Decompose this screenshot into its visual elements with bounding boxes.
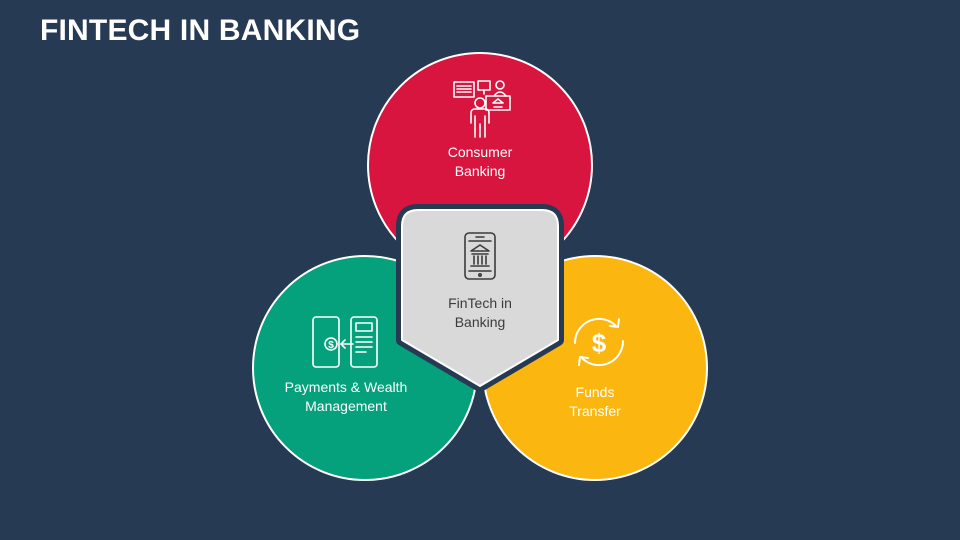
- consumer-banking-label: Consumer Banking: [420, 143, 540, 181]
- payments-wealth-label: Payments & Wealth Management: [266, 378, 426, 416]
- funds-transfer-label-line2: Transfer: [569, 403, 621, 419]
- funds-transfer-label-line1: Funds: [575, 384, 615, 400]
- payment-dollar-glyph: $: [328, 340, 334, 351]
- funds-transfer-label: Funds Transfer: [545, 383, 645, 421]
- payments-wealth-label-line1: Payments & Wealth: [284, 379, 408, 395]
- consumer-banking-label-line2: Banking: [454, 163, 506, 179]
- consumer-banking-icon: [453, 80, 511, 138]
- payments-wealth-label-line2: Management: [305, 398, 387, 414]
- dollar-refresh-icon: [573, 317, 625, 367]
- center-label-line2: Banking: [454, 314, 506, 330]
- consumer-banking-label-line1: Consumer: [447, 144, 513, 160]
- page-title: FINTECH IN BANKING: [40, 14, 361, 47]
- center-shield-fill: [401, 209, 559, 387]
- payment-transfer-icon: [312, 316, 378, 368]
- center-label: FinTech in Banking: [420, 294, 540, 332]
- mobile-bank-icon: [464, 232, 496, 280]
- funds-dollar-glyph: $: [592, 328, 607, 358]
- center-label-line1: FinTech in: [448, 295, 512, 311]
